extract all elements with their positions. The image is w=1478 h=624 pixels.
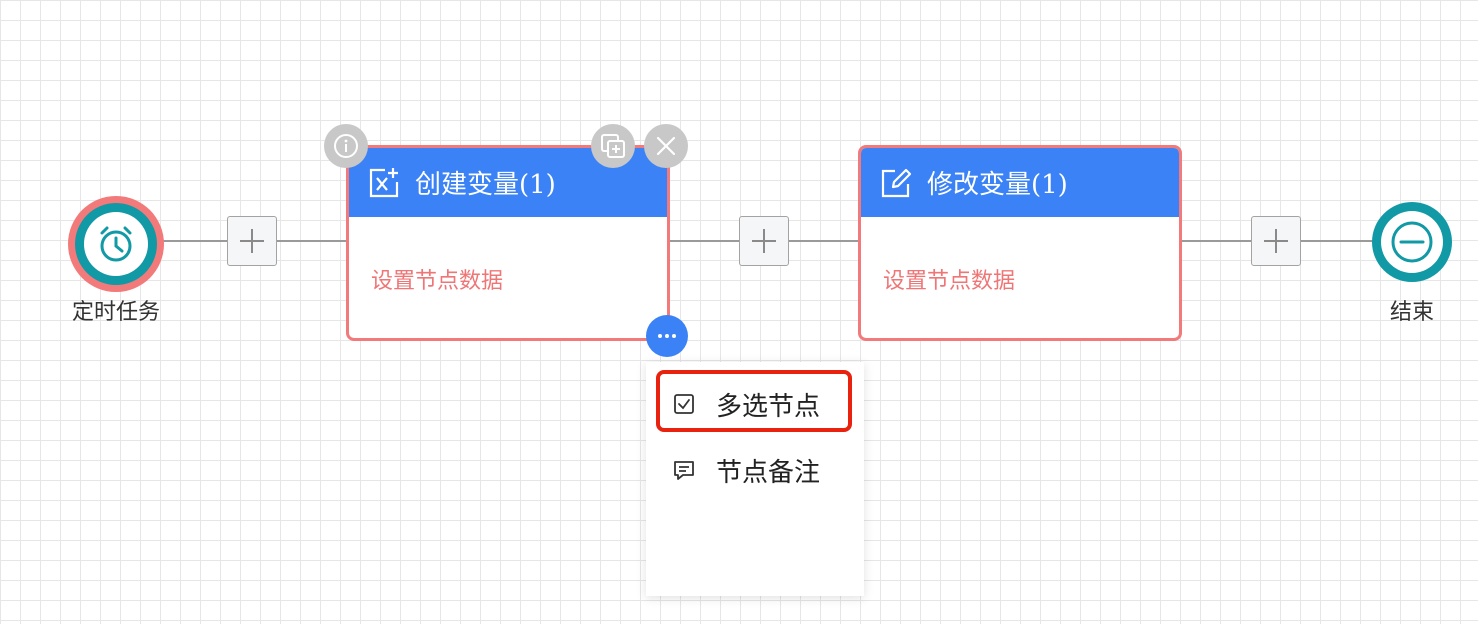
menu-item-node-note[interactable]: 节点备注 (646, 442, 864, 498)
edit-icon (881, 168, 912, 197)
node-more-button[interactable] (646, 315, 688, 357)
card-header: 创建变量(1) (349, 148, 667, 217)
node-card-modify-variable[interactable]: 修改变量(1) 设置节点数据 (858, 145, 1182, 341)
copy-icon (601, 134, 625, 158)
comment-icon (674, 461, 694, 480)
end-node-label: 结束 (1389, 300, 1434, 325)
variable-add-icon (369, 167, 399, 197)
node-context-menu: 多选节点 节点备注 (646, 362, 864, 596)
plus-icon (1264, 229, 1288, 253)
edge-add2-to-card2 (788, 240, 860, 242)
more-dots-icon (658, 334, 676, 338)
close-icon (656, 136, 676, 156)
card-header: 修改变量(1) (861, 148, 1179, 217)
edge-start-to-add1 (160, 240, 228, 242)
alarm-clock-icon (100, 226, 132, 262)
node-delete-button[interactable] (644, 124, 688, 168)
start-node-timer[interactable] (68, 196, 164, 292)
edge-card1-to-add2 (668, 240, 740, 242)
plus-icon (240, 229, 264, 253)
edge-add3-to-end (1300, 240, 1374, 242)
card-body-text: 设置节点数据 (371, 269, 504, 294)
menu-item-multi-select[interactable]: 多选节点 (646, 376, 864, 432)
minus-circle-icon (1391, 221, 1433, 263)
add-node-button[interactable] (227, 216, 277, 266)
edge-card2-to-add3 (1180, 240, 1252, 242)
card-title: 创建变量(1) (415, 170, 556, 200)
info-icon (334, 134, 358, 158)
card-body-text: 设置节点数据 (883, 269, 1016, 294)
edge-add1-to-card1 (276, 240, 348, 242)
card-title: 修改变量(1) (927, 170, 1068, 200)
add-node-button[interactable] (739, 216, 789, 266)
node-card-create-variable[interactable]: 创建变量(1) 设置节点数据 (346, 145, 670, 341)
plus-icon (752, 229, 776, 253)
menu-item-label: 多选节点 (716, 391, 821, 422)
node-copy-button[interactable] (591, 124, 635, 168)
node-info-button[interactable] (324, 124, 368, 168)
start-node-label: 定时任务 (71, 300, 160, 325)
end-node[interactable] (1372, 202, 1452, 282)
menu-item-label: 节点备注 (716, 457, 821, 488)
add-node-button[interactable] (1251, 216, 1301, 266)
checkbox-icon (674, 394, 694, 414)
